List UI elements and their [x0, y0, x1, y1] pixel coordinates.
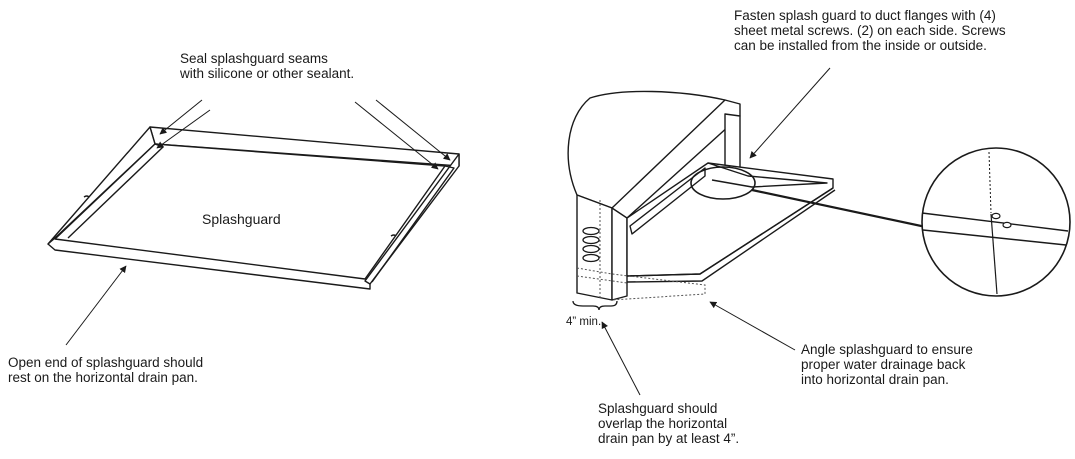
min-overlap-label: 4” min.: [566, 316, 602, 328]
right-callout-leaders: [601, 67, 831, 396]
left-callout-leaders: [65, 99, 451, 346]
overlap-callout: Splashguard should overlap the horizonta…: [598, 401, 740, 446]
sheet-metal-screw-icon: [991, 212, 1001, 220]
coil-detail: [582, 226, 600, 263]
seal-seams-callout: Seal splashguard seams with silicone or …: [180, 51, 355, 81]
min-overlap-bracket: [572, 300, 618, 311]
sheet-metal-screw-icon: [1002, 221, 1012, 229]
screw-detail-magnified: [921, 147, 1071, 297]
open-end-callout: Open end of splashguard should rest on t…: [8, 355, 204, 385]
splashguard-label: Splashguard: [202, 211, 281, 227]
angle-drainage-callout: Angle splashguard to ensure proper water…: [801, 342, 973, 387]
drain-pan-outline: [576, 200, 706, 301]
fasten-screws-callout: Fasten splash guard to duct flanges with…: [734, 8, 1006, 53]
unit-assembly-drawing: [567, 90, 836, 301]
splashguard-tray-drawing: [47, 126, 460, 290]
zoom-connector: [751, 188, 941, 232]
screw-location-highlight: [690, 166, 756, 200]
